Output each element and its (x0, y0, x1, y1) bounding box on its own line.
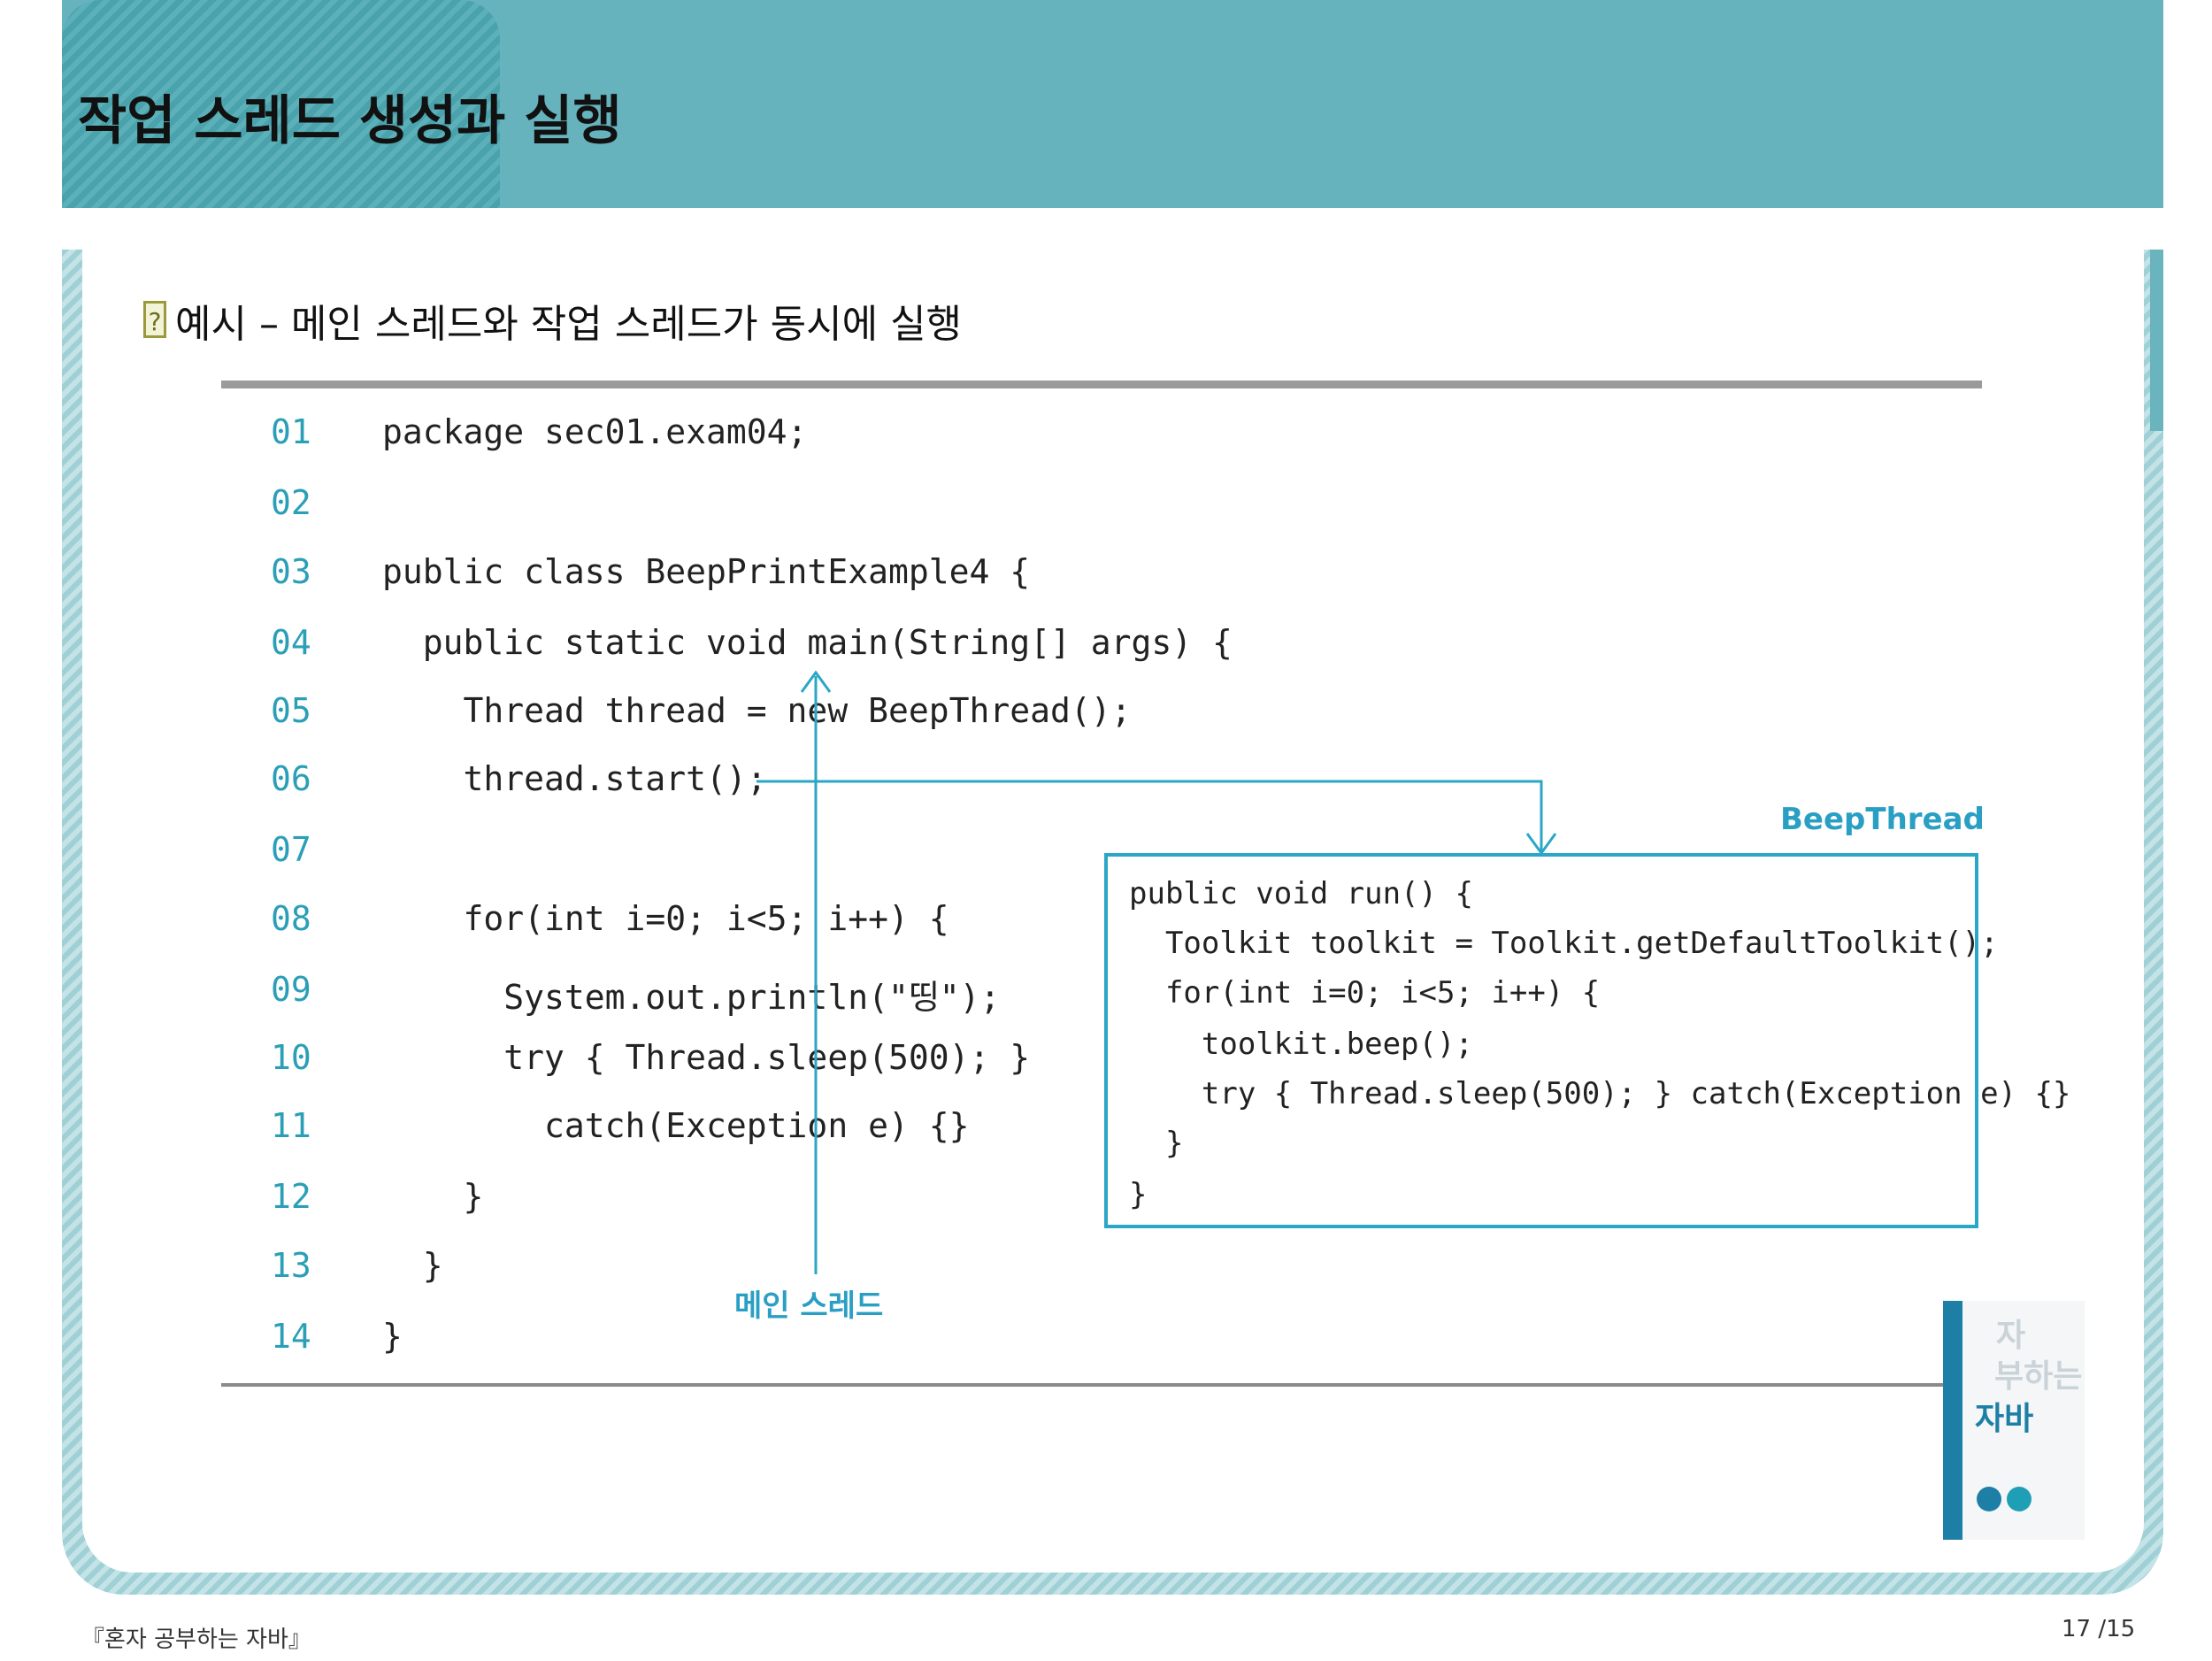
code-line: public class BeepPrintExample4 { (382, 552, 1031, 591)
line-number: 05 (271, 691, 311, 730)
code-line: System.out.println("띵"); (382, 978, 1001, 1017)
beep-code-line: Toolkit toolkit = Toolkit.getDefaultTool… (1129, 926, 1999, 961)
book-badge-icon (2007, 1487, 2032, 1511)
code-line: Thread thread = new BeepThread(); (382, 691, 1132, 730)
main-thread-arrow-head (800, 670, 832, 693)
line-number: 08 (271, 899, 311, 938)
book-title-line: 부하는 (1994, 1358, 2083, 1395)
line-number: 02 (271, 483, 311, 522)
beepthread-label: BeepThread (1780, 802, 1985, 837)
beep-code-line: } (1129, 1126, 1184, 1161)
question-icon: ? (143, 301, 166, 338)
code-line: public static void main(String[] args) { (382, 623, 1233, 662)
header-title-tab (62, 0, 500, 208)
code-line: } (382, 1177, 484, 1216)
beep-code-line: for(int i=0; i<5; i++) { (1129, 975, 1601, 1011)
top-rule (221, 381, 1982, 388)
beep-code-line: public void run() { (1129, 876, 1473, 911)
line-number: 11 (271, 1106, 311, 1145)
code-line: package sec01.exam04; (382, 412, 808, 451)
code-line: try { Thread.sleep(500); } (382, 1038, 1031, 1077)
start-connector-line (757, 780, 1543, 851)
beep-code-line: toolkit.beep(); (1129, 1027, 1473, 1062)
line-number: 12 (271, 1177, 311, 1216)
line-number: 10 (271, 1038, 311, 1077)
beep-code-line: try { Thread.sleep(500); } catch(Excepti… (1129, 1076, 2071, 1111)
line-number: 14 (271, 1317, 311, 1356)
beepthread-code-box: public void run() { Toolkit toolkit = To… (1104, 853, 2070, 1228)
code-line: } (382, 1317, 403, 1356)
line-number: 03 (271, 552, 311, 591)
bottom-rule (221, 1383, 1982, 1387)
page-title: 작업 스레드 생성과 실행 (78, 90, 622, 152)
page-number: 17 /15 (2062, 1616, 2136, 1642)
line-number: 09 (271, 970, 311, 1009)
beep-code-line: } (1129, 1177, 1148, 1212)
book-title-line: 자 (1996, 1318, 2026, 1354)
book-badge-icon (1977, 1487, 2001, 1511)
side-accent (2150, 250, 2163, 431)
book-title-line: 자바 (1975, 1401, 2034, 1437)
line-number: 01 (271, 412, 311, 451)
line-number: 13 (271, 1246, 311, 1285)
code-line: } (382, 1246, 443, 1285)
line-number: 04 (271, 623, 311, 662)
code-line: catch(Exception e) {} (382, 1106, 970, 1145)
book-cover-image: 자 부하는 자바 (1943, 1301, 2085, 1540)
footer-book-title: 『혼자 공부하는 자바』 (81, 1626, 311, 1653)
line-number: 07 (271, 830, 311, 869)
line-number: 06 (271, 759, 311, 798)
example-heading: 예시 – 메인 스레드와 작업 스레드가 동시에 실행 (175, 302, 963, 347)
main-thread-label: 메인 스레드 (734, 1288, 884, 1324)
code-line: thread.start(); (382, 759, 767, 798)
code-line: for(int i=0; i<5; i++) { (382, 899, 949, 938)
